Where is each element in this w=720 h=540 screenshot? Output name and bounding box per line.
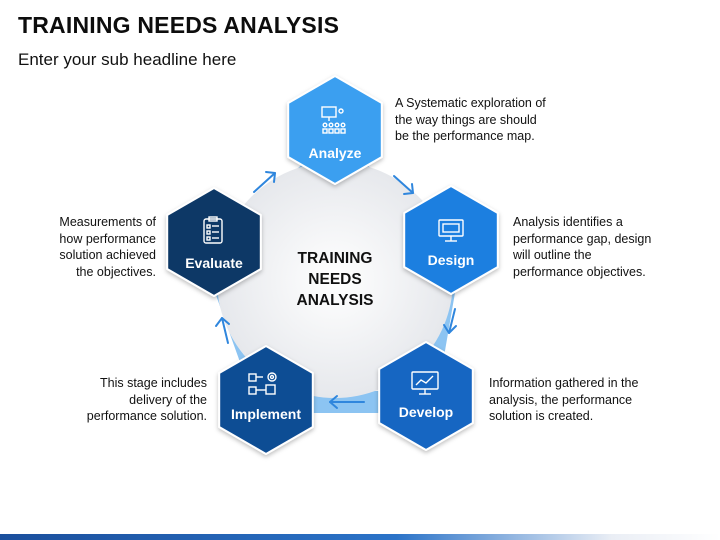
description-line: how performance [59, 231, 156, 246]
arrow-design-develop [443, 308, 457, 334]
center-line: TRAINING [297, 250, 373, 267]
description-line: the way things are should [395, 112, 537, 127]
arrow-implement-evaluate [215, 317, 230, 344]
clipboard-checklist-icon [203, 216, 223, 244]
node-label-analyze: Analyze [308, 145, 362, 161]
description-line: solution is created. [489, 409, 594, 423]
arrow-evaluate-analyze [253, 171, 276, 193]
arrow-analyze-design [393, 175, 414, 195]
node-label-implement: Implement [230, 406, 301, 422]
description-analyze: A Systematic exploration of the way thin… [395, 95, 546, 145]
center-line: ANALYSIS [296, 292, 374, 309]
description-line: will outline the [513, 248, 592, 262]
arrow-develop-implement [329, 395, 365, 409]
page-title: TRAINING NEEDS ANALYSIS [18, 12, 340, 38]
description-line: delivery of the [129, 392, 207, 407]
description-line: Measurements of [59, 215, 156, 229]
monitor-chart-icon [411, 371, 439, 395]
description-line: Information gathered in the [489, 376, 639, 390]
description-implement: This stage includes delivery of the perf… [87, 375, 207, 425]
description-line: the objectives. [76, 264, 156, 279]
description-develop: Information gathered in the analysis, th… [489, 375, 638, 425]
description-line: analysis, the performance [489, 392, 633, 407]
hexagon-develop [378, 341, 474, 451]
node-label-design: Design [427, 252, 475, 268]
center-title: TRAINING NEEDS ANALYSIS [270, 248, 400, 311]
center-line: NEEDS [308, 271, 362, 288]
description-line: performance solution. [86, 409, 207, 423]
description-line: A Systematic exploration of [395, 96, 546, 110]
description-line: Analysis identifies a [513, 215, 623, 229]
presentation-audience-icon [321, 106, 346, 134]
description-line: be the performance map. [395, 129, 535, 143]
node-label-develop: Develop [398, 404, 454, 420]
description-design: Analysis identifies a performance gap, d… [513, 214, 651, 280]
monitor-design-icon [438, 219, 464, 242]
description-line: solution achieved [59, 248, 156, 262]
node-label-evaluate: Evaluate [185, 255, 243, 271]
hexagon-evaluate [166, 187, 262, 297]
page-subtitle: Enter your sub headline here [18, 50, 237, 69]
footer-accent-bar [0, 534, 720, 540]
description-evaluate: Measurements of how performance solution… [59, 214, 156, 280]
description-line: This stage includes [99, 376, 207, 390]
description-line: performance objectives. [513, 264, 646, 279]
center-circle [217, 162, 453, 398]
hexagon-implement [218, 345, 314, 455]
description-line: performance gap, design [513, 231, 652, 246]
process-gear-icon [248, 372, 277, 395]
